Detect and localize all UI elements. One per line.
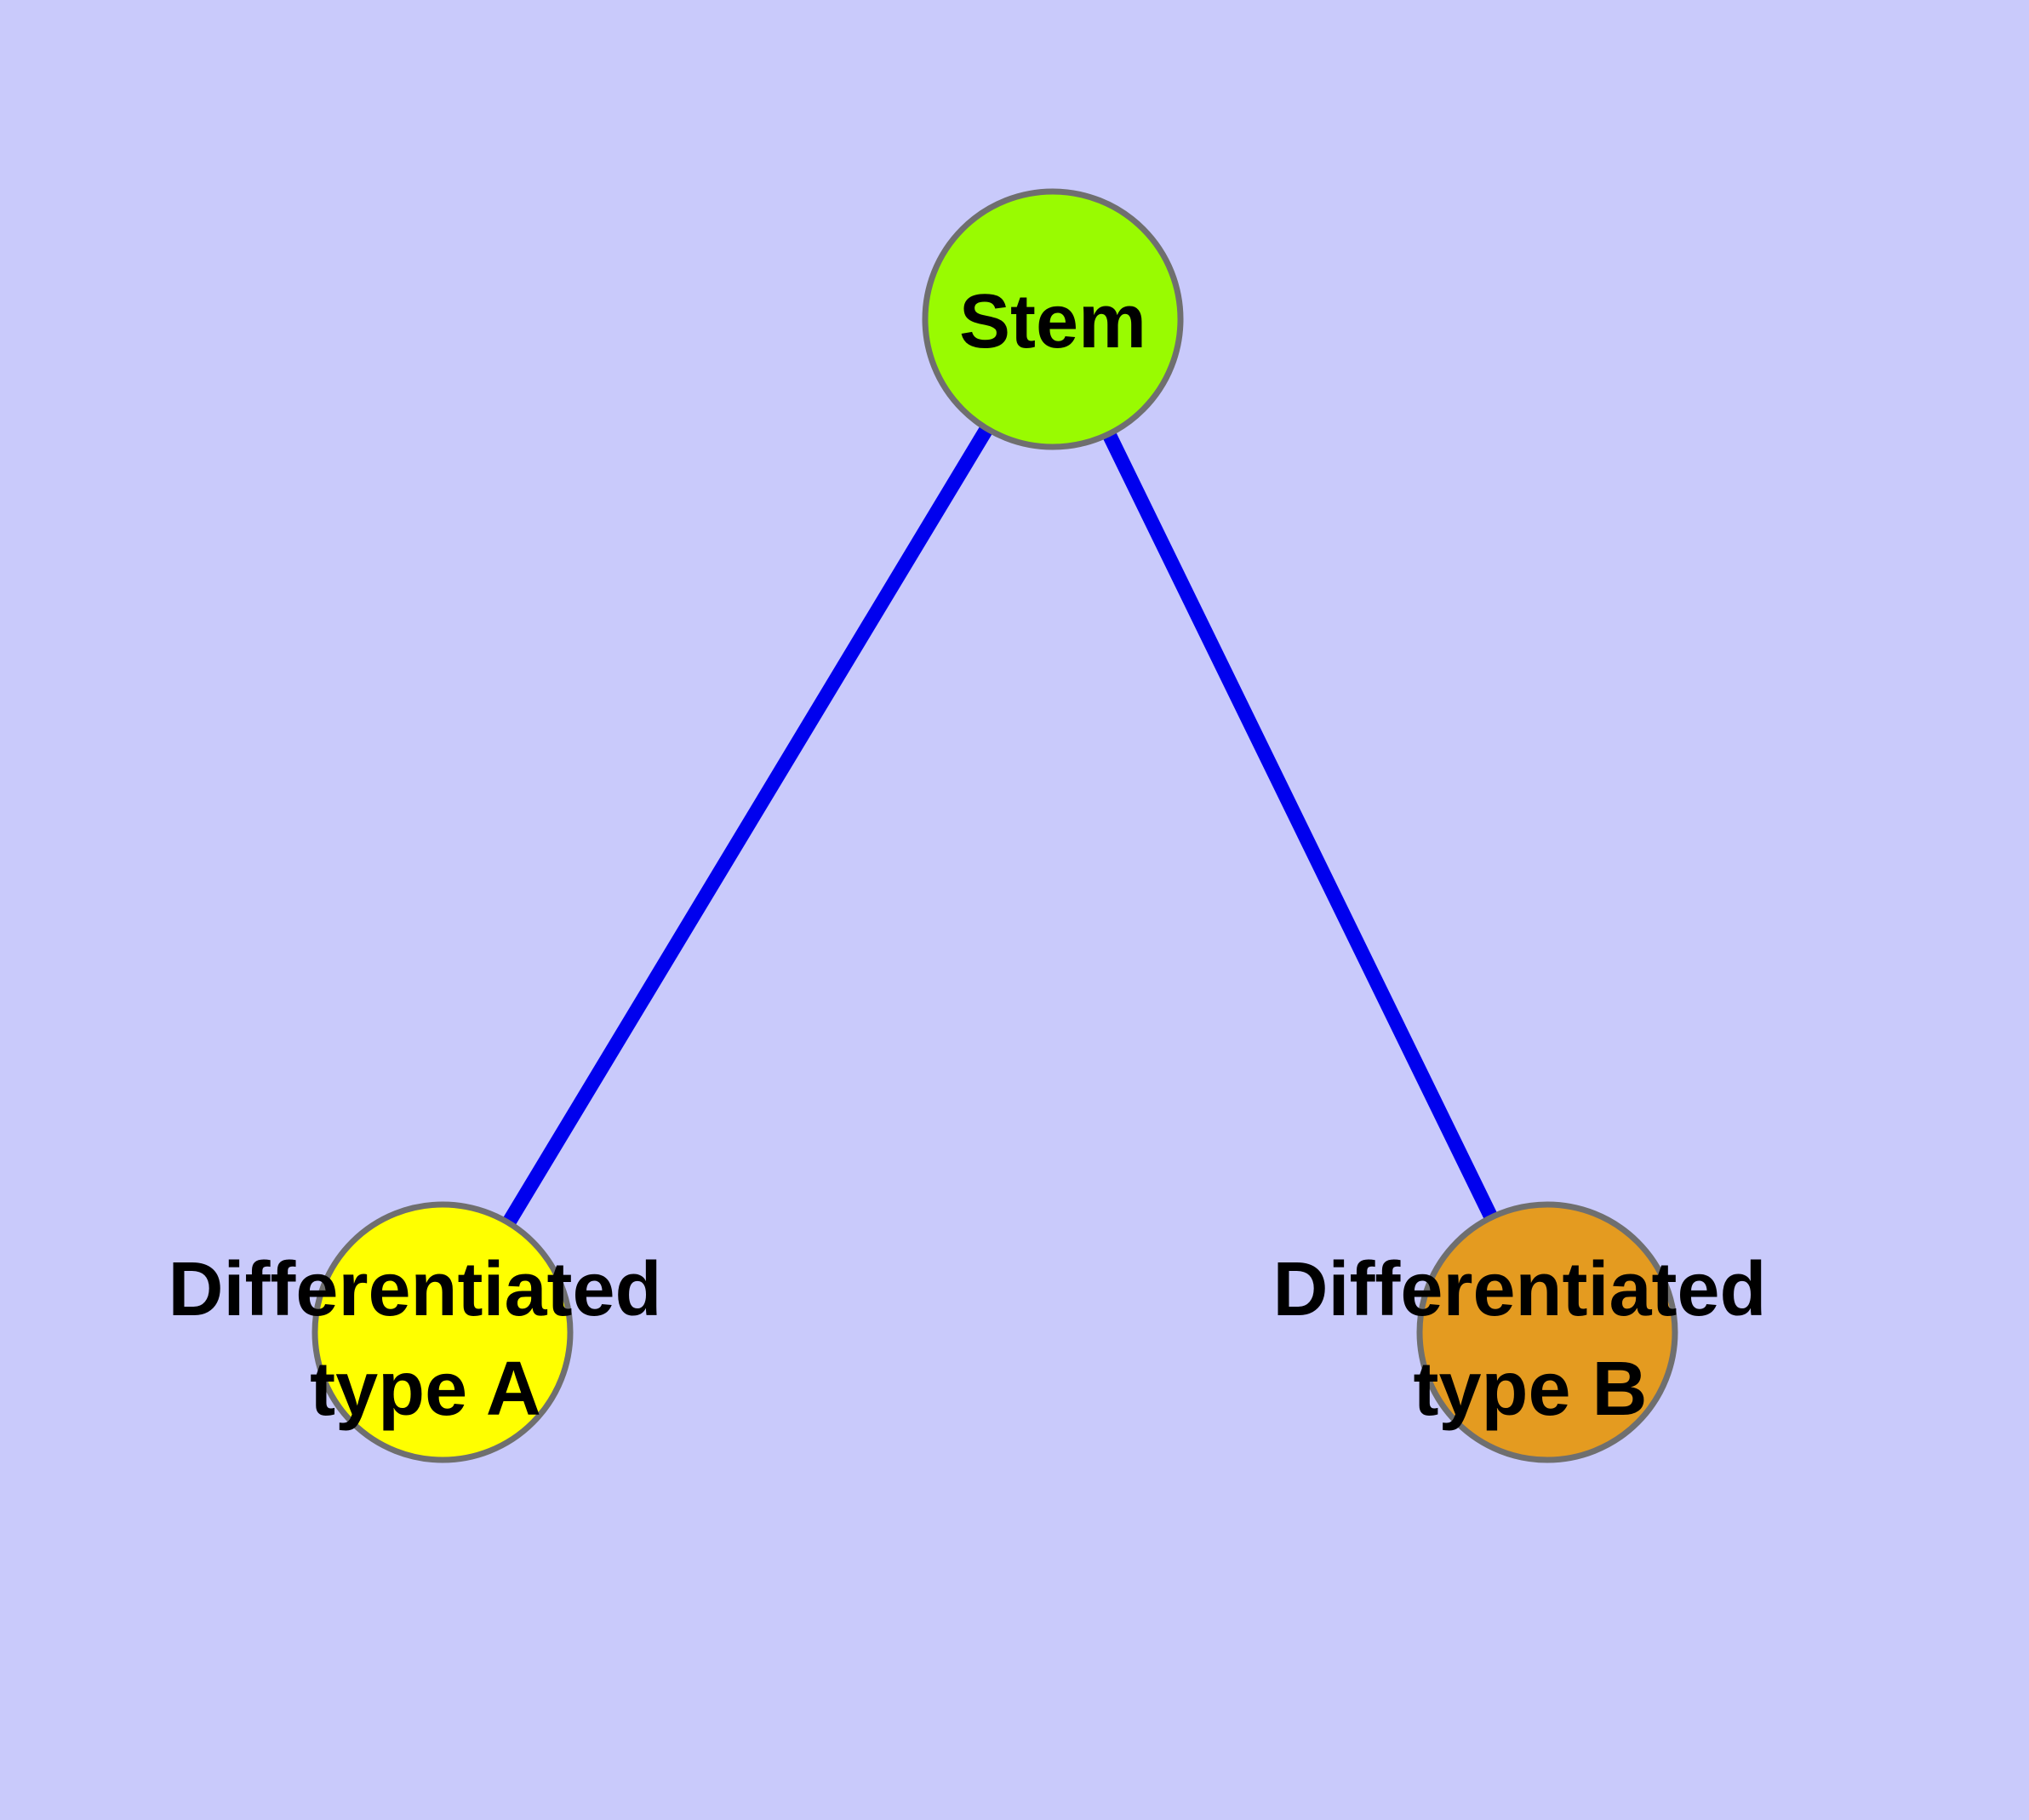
node-stem-label: Stem xyxy=(959,279,1146,364)
node-type-b-label-line2: type B xyxy=(1413,1347,1647,1432)
node-type-a-circle xyxy=(311,1201,574,1463)
node-type-b-circle xyxy=(1416,1201,1678,1463)
node-type-a-label-line1: Differentiated xyxy=(168,1247,661,1332)
node-type-a-label: Differentiated type A xyxy=(168,1247,683,1432)
node-type-a-label-line2: type A xyxy=(310,1347,541,1432)
node-type-b-label: Differentiated type B xyxy=(1272,1247,1787,1432)
edge-stem-to-type-b xyxy=(1046,316,1554,1336)
node-type-b-label-line1: Differentiated xyxy=(1272,1247,1766,1332)
edge-stem-to-type-a xyxy=(436,315,1060,1336)
node-stem-circle xyxy=(922,188,1184,450)
